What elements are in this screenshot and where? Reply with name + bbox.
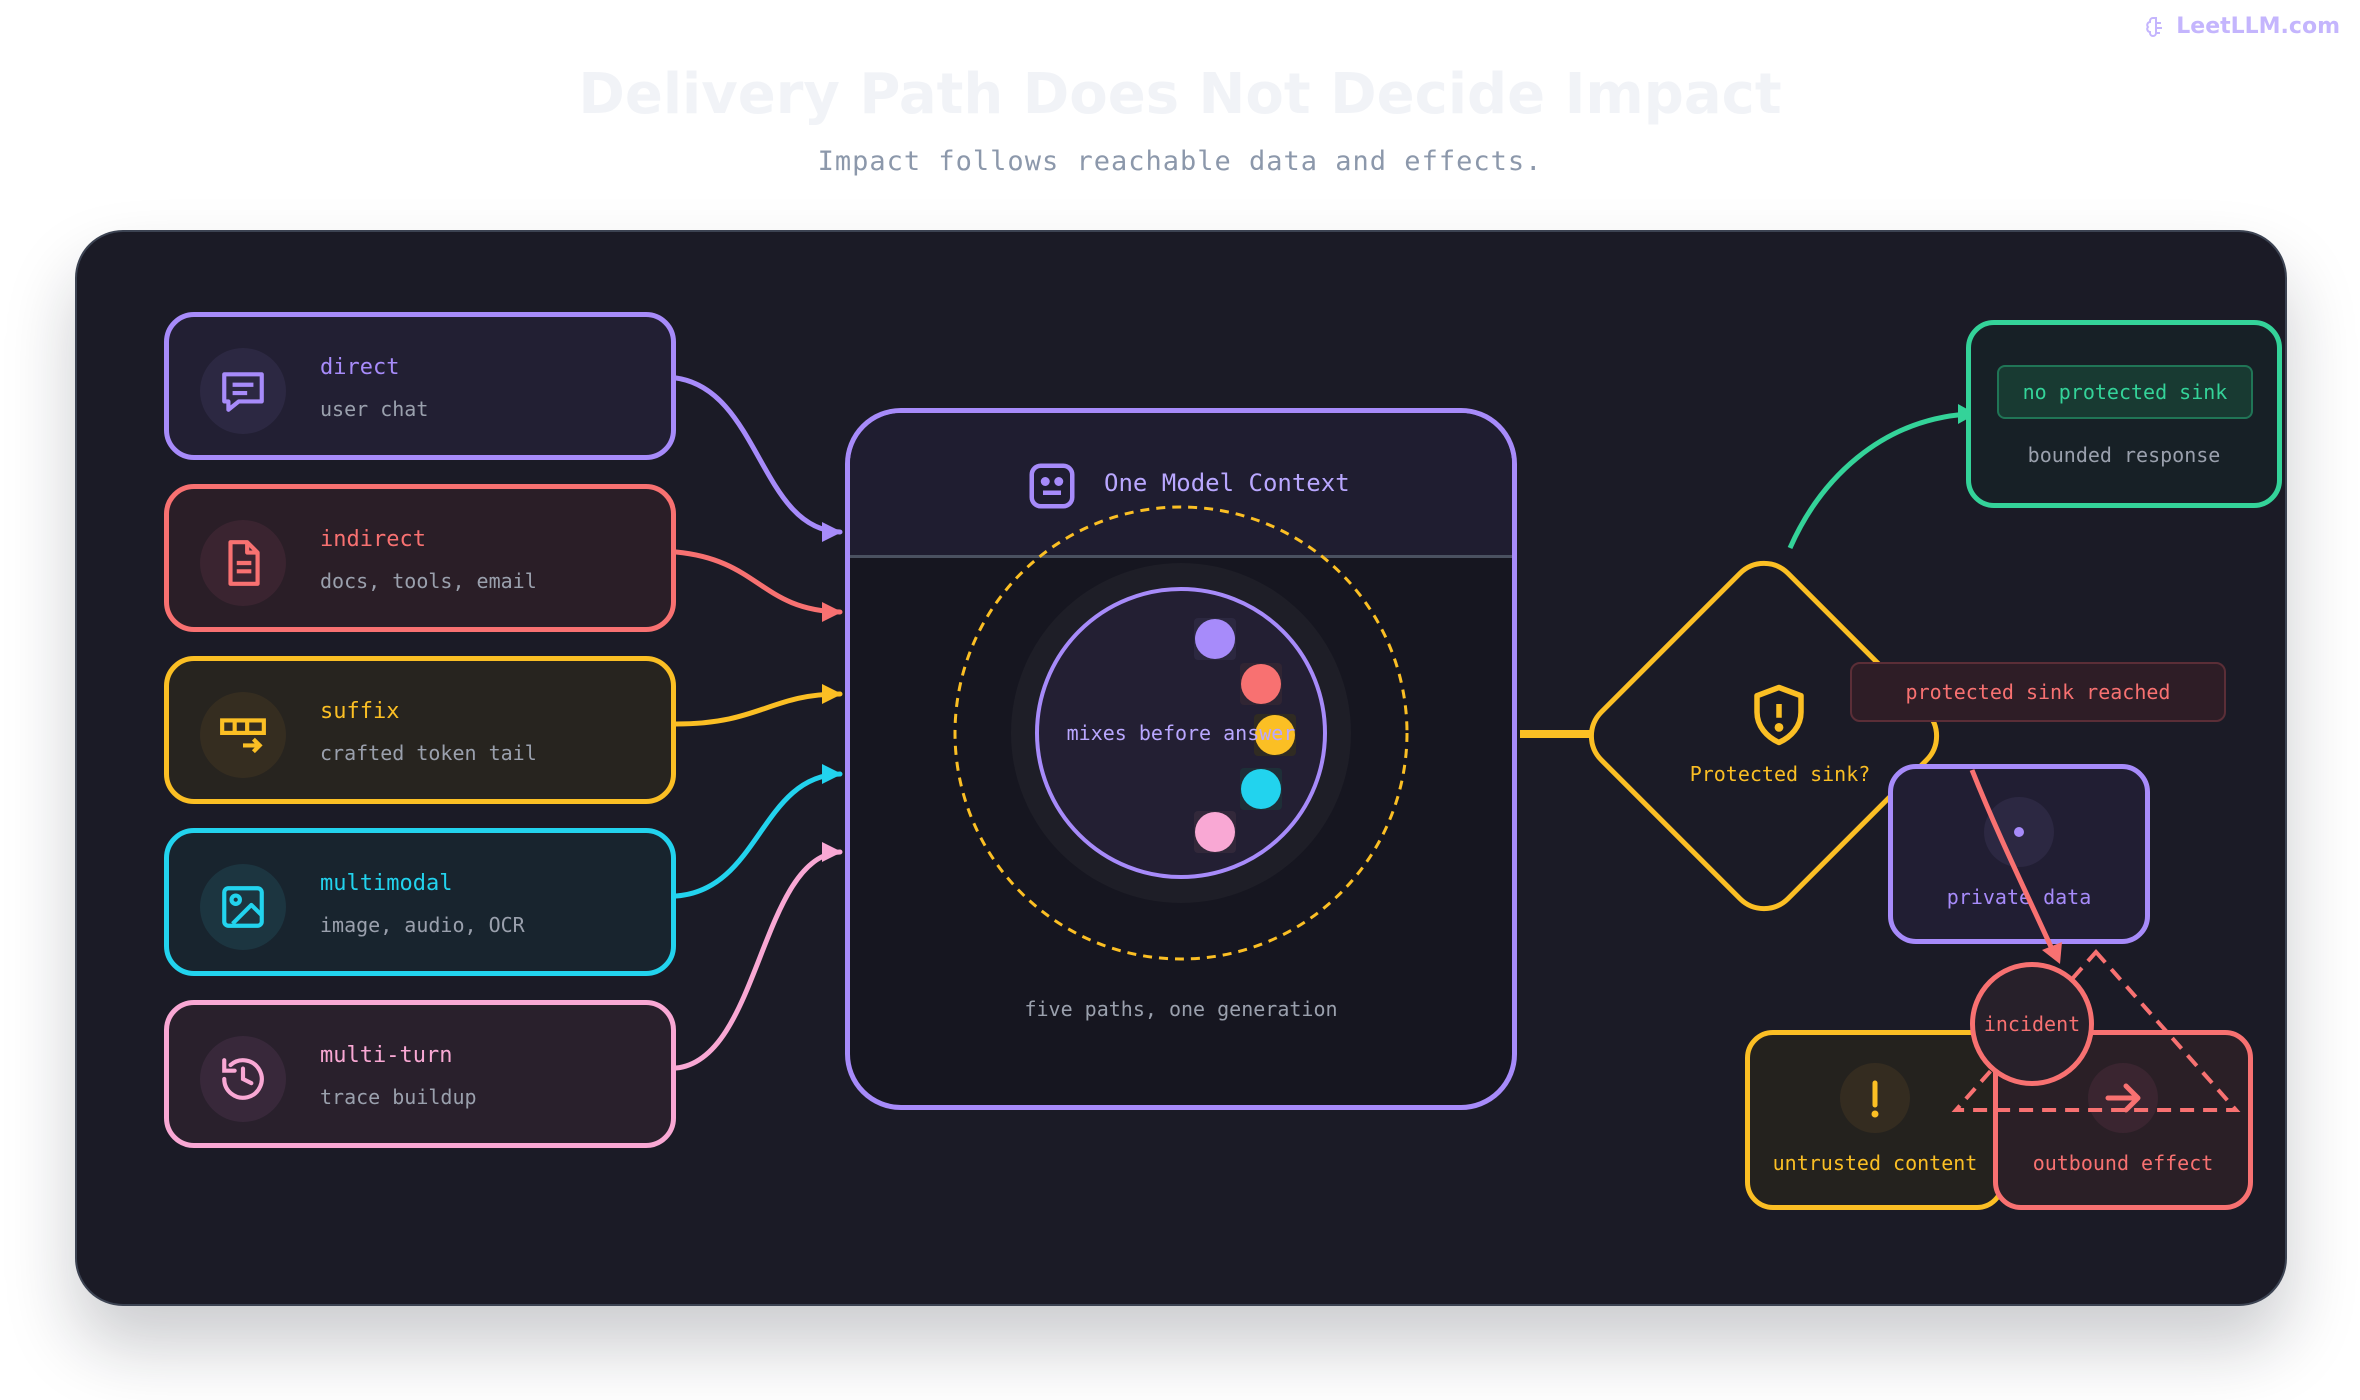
context-center-label: mixes before answer [1066,721,1296,745]
incident-circle: incident [1970,962,2094,1086]
arrowheads [822,522,842,862]
context-title: One Model Context [1104,469,1350,497]
private-data-card[interactable]: private data [1888,764,2150,944]
connector-to-incident [1969,769,2059,960]
source-desc: crafted token tail [320,741,537,765]
untrusted-content-label: untrusted content [1772,1151,1978,1175]
untrusted-content-card[interactable]: untrusted content [1745,1030,2005,1210]
context-dot-indirect [1241,664,1281,704]
source-desc: docs, tools, email [320,569,537,593]
source-label: multimodal [320,871,453,896]
chat-bubble-icon [222,372,264,412]
source-label: direct [320,355,400,380]
sink-reached-note: protected sink reached [1850,662,2226,722]
private-data-label: private data [1946,885,2092,909]
source-desc: trace buildup [320,1085,477,1109]
page-subtitle: Impact follows reachable data and effect… [817,146,1543,177]
outer-dashed-ring [953,505,1409,961]
arrow-right-icon [2105,1083,2141,1113]
source-label: indirect [320,527,426,552]
context-dot-multi-turn [1195,812,1235,852]
source-suffix[interactable]: suffix crafted token tail [164,656,676,804]
image-icon [222,886,264,928]
context-header [850,413,1512,558]
connector-suffix [673,691,843,727]
connector-multimodal [673,771,843,899]
document-icon [228,540,260,586]
shield-alert-icon [1754,684,1804,746]
connector-multi-turn [673,849,843,1071]
page-title: Delivery Path Does Not Decide Impact [578,62,1782,127]
brand-logo[interactable]: LeetLLM.com [2144,14,2340,39]
history-icon [222,1058,264,1100]
context-footer: five paths, one generation [1024,997,1338,1021]
brain-icon [2146,16,2163,37]
source-direct[interactable]: direct user chat [164,312,676,460]
context-mixer [953,505,1409,961]
safe-outcome-card[interactable]: no protected sink bounded response [1966,320,2282,508]
dot-icon [2014,827,2024,837]
decision-diamond [1588,560,1940,912]
connector-direct [673,375,843,535]
connector-to-safe [1787,411,1969,550]
source-desc: user chat [320,397,429,421]
source-label: multi-turn [320,1043,453,1068]
brand-label: LeetLLM.com [2176,14,2340,39]
safe-outcome-label: bounded response [2027,443,2221,467]
source-label: suffix [320,699,400,724]
context-dot-multimodal [1241,769,1281,809]
model-context-box: One Model Context mixes before answer fi… [845,408,1517,1110]
exclamation-icon [1871,1080,1879,1118]
source-multi-turn[interactable]: multi-turn trace buildup [164,1000,676,1148]
context-dot-suffix [1255,715,1295,755]
token-tail-icon [220,718,266,754]
robot-face-icon [1029,463,1075,509]
decision-label: Protected sink? [1689,762,1871,786]
risk-triangle [1951,948,2241,1112]
source-multimodal[interactable]: multimodal image, audio, OCR [164,828,676,976]
outbound-effect-label: outbound effect [2032,1151,2214,1175]
no-sink-badge: no protected sink [1997,365,2253,419]
context-dot-direct [1195,619,1235,659]
source-indirect[interactable]: indirect docs, tools, email [164,484,676,632]
connector-indirect [673,549,843,615]
source-desc: image, audio, OCR [320,913,525,937]
